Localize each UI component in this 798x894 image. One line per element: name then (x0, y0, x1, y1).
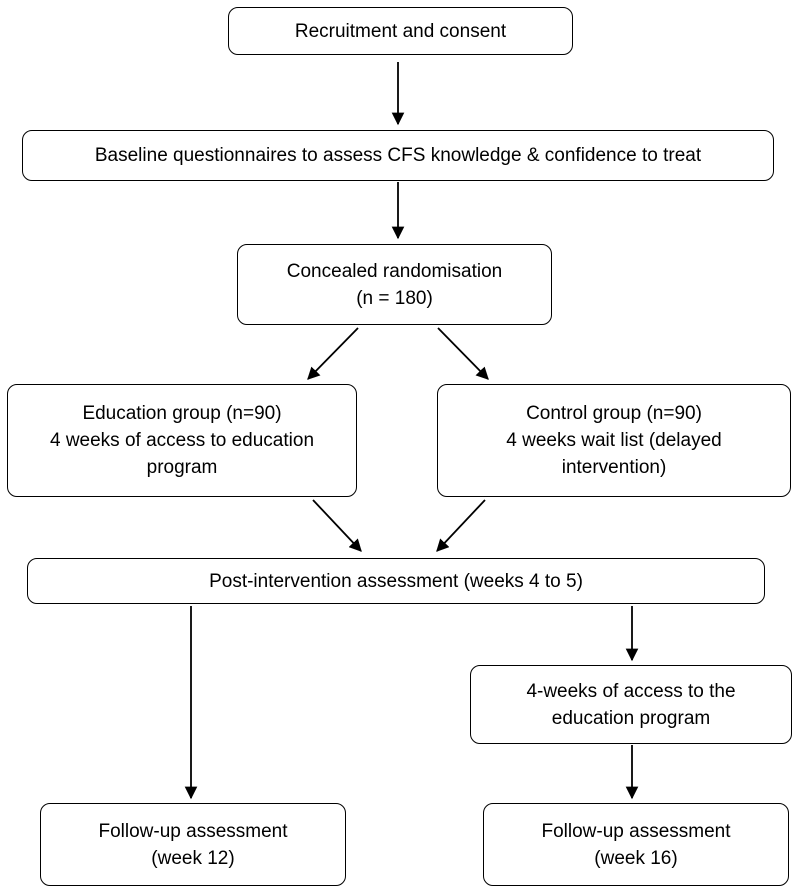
recruitment-line-1: Recruitment and consent (294, 20, 507, 42)
randomisation-line-1: Concealed randomisation (286, 260, 503, 282)
education-group-line-2: 4 weeks of access to education (49, 430, 315, 451)
control-group-line-2: 4 weeks wait list (delayed (506, 430, 722, 451)
delayed-access-line-1: 4-weeks of access to the (526, 680, 736, 702)
followup-16-box: Follow-up assessment (week 16) (483, 803, 789, 886)
education-group-line-1: Education group (n=90) (82, 403, 282, 424)
post-intervention-line-1: Post-intervention assessment (weeks 4 to… (209, 570, 583, 592)
baseline-line-1: Baseline questionnaires to assess CFS kn… (94, 145, 702, 166)
control-group-box: Control group (n=90) 4 weeks wait list (… (437, 384, 791, 497)
arrow-randomisation-to-education (307, 327, 359, 380)
followup-12-line-2: (week 12) (151, 847, 235, 869)
arrow-control-to-post (436, 499, 486, 552)
education-group-box: Education group (n=90) 4 weeks of access… (7, 384, 357, 497)
arrow-randomisation-to-control (437, 327, 489, 380)
randomisation-line-2: (n = 180) (356, 287, 433, 309)
education-group-line-3: program (146, 457, 218, 478)
randomisation-box: Concealed randomisation (n = 180) (237, 244, 552, 325)
recruitment-box: Recruitment and consent (228, 7, 573, 55)
followup-16-line-1: Follow-up assessment (541, 820, 731, 842)
delayed-access-box: 4-weeks of access to the education progr… (470, 665, 792, 744)
control-group-line-3: intervention) (561, 457, 667, 478)
control-group-line-1: Control group (n=90) (526, 403, 702, 424)
followup-12-line-1: Follow-up assessment (98, 820, 288, 842)
baseline-box: Baseline questionnaires to assess CFS kn… (22, 130, 774, 181)
followup-16-line-2: (week 16) (594, 847, 678, 869)
arrow-education-to-post (312, 499, 362, 552)
delayed-access-line-2: education program (551, 707, 711, 729)
followup-12-box: Follow-up assessment (week 12) (40, 803, 346, 886)
post-intervention-box: Post-intervention assessment (weeks 4 to… (27, 558, 765, 604)
